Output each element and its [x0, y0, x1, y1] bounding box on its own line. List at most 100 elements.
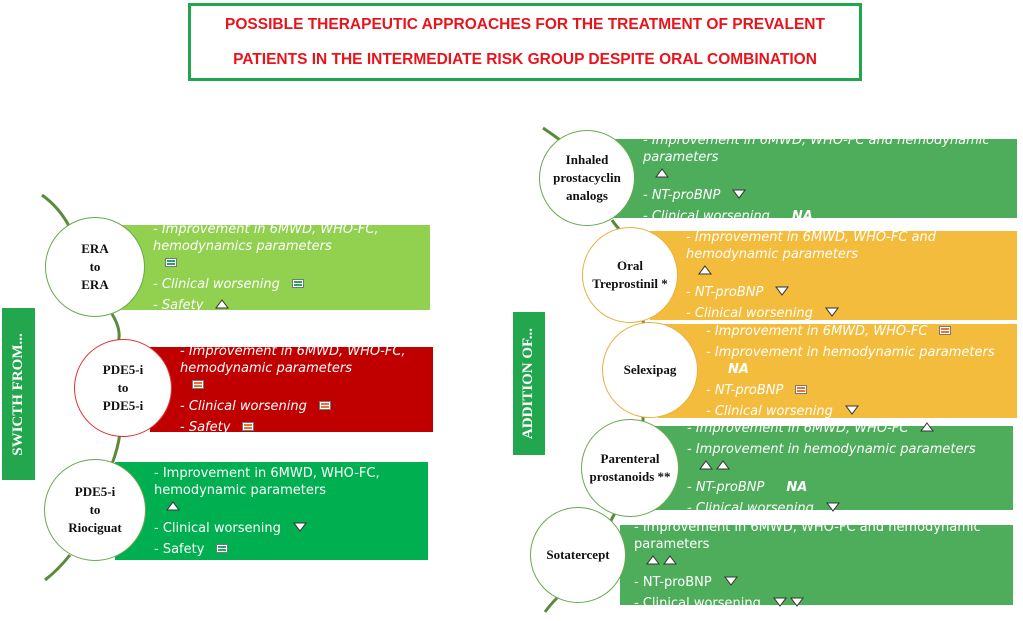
connector-line — [543, 596, 559, 613]
therapy-name: Sotatercept — [546, 547, 610, 562]
outcome-text: - Clinical worsening — [687, 500, 814, 516]
outcome-item: - Clinical worsening — [686, 305, 1009, 322]
outcome-text: - Improvement in 6MWD, WHO-FC, hemodynam… — [153, 222, 379, 254]
therapy-circle: Oral Treprostinil * — [582, 227, 678, 323]
outcome-text: - Improvement in 6MWD, WHO-FC, hemodynam… — [154, 465, 380, 498]
therapy-circle: Sotatercept — [530, 507, 626, 603]
outcome-item: - Clinical worsening — [706, 403, 1009, 420]
outcome-text: - Clinical worsening — [686, 306, 813, 321]
outcome-box: - Improvement in 6MWD, WHO-FC, hemodynam… — [150, 344, 433, 435]
outcome-text: - Safety — [180, 420, 231, 435]
outcome-box: - Improvement in 6MWD, WHO-FC, hemodynam… — [115, 222, 430, 313]
outcome-text: - Improvement in 6MWD, WHO-FC, hemodynam… — [180, 344, 406, 376]
connector-line — [542, 126, 561, 142]
outcome-text: - Improvement in 6MWD, WHO-FC and hemody… — [634, 519, 981, 552]
therapy-circle: Selexipag — [602, 322, 698, 418]
outcome-text: - Clinical worsening — [634, 595, 761, 611]
outcome-text: - NT-proBNP — [634, 574, 712, 590]
therapy-name: Oral Treprostinil * — [592, 258, 668, 291]
outcome-item: - NT-proBNP — [686, 284, 1009, 301]
outcome-box: - Improvement in 6MWD, WHO-FC, hemodynam… — [115, 462, 428, 560]
addition-of-text: ADDITION OF... — [520, 327, 537, 440]
outcome-text: - NT-proBNP — [687, 479, 765, 495]
outcome-item: - Safety — [154, 541, 420, 558]
outcome-item: - Clinical worsening — [153, 276, 422, 293]
outcome-item: - Improvement in hemodynamic parameters — [687, 441, 1005, 475]
switch-from-label: SWICTH FROM... — [2, 308, 35, 480]
triangle-down-icon — [732, 187, 747, 204]
outcome-box: - Improvement in 6MWD, WHO-FC - Improveme… — [658, 323, 1017, 420]
therapy-name: Parenteral prostanoids ** — [589, 451, 671, 484]
outcome-text: - NT-proBNP — [643, 188, 721, 203]
equal-icon — [216, 541, 229, 558]
triangle-up-icon — [655, 166, 669, 183]
triangle-up-icon — [699, 458, 713, 475]
outcome-item: - NT-proBNP — [643, 187, 1009, 204]
triangle-down-icon — [824, 305, 839, 322]
therapy-name: PDE5-i to PDE5-i — [102, 362, 144, 413]
outcome-text: - NT-proBNP — [706, 382, 784, 398]
outcome-item: - Improvement in 6MWD, WHO-FC, hemodynam… — [153, 221, 422, 272]
outcome-text: - Safety — [154, 541, 205, 557]
outcome-text: - Improvement in hemodynamic parameters — [706, 344, 995, 360]
outcome-text: - Clinical worsening — [643, 209, 770, 224]
connector-line — [41, 193, 72, 229]
outcome-text: - Safety — [153, 298, 204, 313]
outcome-item: - Clinical worsening — [154, 520, 420, 537]
outcome-box: - Improvement in 6MWD, WHO-FC - Improveme… — [650, 421, 1013, 516]
triangle-up-icon — [663, 553, 677, 570]
outcome-item: - Improvement in 6MWD, WHO-FC and hemody… — [643, 132, 1009, 183]
equal-icon — [318, 398, 331, 415]
outcome-text: - Improvement in 6MWD, WHO-FC and hemody… — [686, 230, 936, 262]
therapy-circle: PDE5-i to PDE5-i — [74, 339, 172, 437]
triangle-down-icon — [775, 284, 790, 301]
therapy-circle: Parenteral prostanoids ** — [581, 419, 679, 517]
outcome-item: - NT-proBNP — [634, 574, 1005, 591]
triangle-down-icon — [292, 520, 307, 537]
title-line-1: POSSIBLE THERAPEUTIC APPROACHES FOR THE … — [225, 16, 825, 33]
triangle-up-icon — [646, 553, 660, 570]
diagram-title: POSSIBLE THERAPEUTIC APPROACHES FOR THE … — [188, 3, 862, 81]
outcome-item: - Improvement in 6MWD, WHO-FC and hemody… — [634, 519, 1005, 570]
equal-icon — [165, 255, 177, 272]
outcome-text: - NT-proBNP — [686, 285, 764, 300]
triangle-down-icon — [772, 595, 787, 612]
equal-icon — [242, 419, 255, 436]
not-available-label: NA — [791, 209, 813, 224]
therapy-name: Selexipag — [623, 362, 677, 377]
therapy-name: Inhaled prostacyclin analogs — [553, 152, 621, 203]
therapy-circle: Inhaled prostacyclin analogs — [539, 130, 635, 226]
outcome-text: - Clinical worsening — [154, 520, 281, 536]
triangle-down-icon — [825, 500, 840, 517]
outcome-text: - Clinical worsening — [153, 277, 280, 292]
therapy-circle: PDE5-i to Riociguat — [44, 459, 146, 561]
therapy-name: PDE5-i to Riociguat — [68, 484, 122, 535]
outcome-item: - Improvement in 6MWD, WHO-FC — [706, 323, 1009, 340]
triangle-up-icon — [166, 499, 180, 516]
connector-line — [44, 554, 72, 582]
addition-of-label: ADDITION OF... — [513, 312, 545, 455]
triangle-down-icon — [723, 574, 738, 591]
outcome-item: - Improvement in 6MWD, WHO-FC — [687, 420, 1005, 437]
therapy-circle: ERA to ERA — [45, 217, 145, 317]
outcome-text: - Improvement in hemodynamic parameters — [687, 441, 976, 457]
triangle-up-icon — [716, 458, 730, 475]
outcome-item: - Clinical worsening NA — [643, 208, 1009, 225]
outcome-item: - Clinical worsening — [634, 595, 1005, 612]
outcome-box: - Improvement in 6MWD, WHO-FC and hemody… — [620, 520, 1013, 611]
equal-icon — [192, 377, 204, 394]
connector-line — [110, 432, 122, 465]
equal-icon — [291, 276, 304, 293]
not-available-label: NA — [786, 479, 808, 495]
triangle-up-icon — [215, 297, 230, 314]
switch-from-text: SWICTH FROM... — [10, 332, 27, 456]
triangle-down-icon — [789, 595, 804, 612]
outcome-item: - Safety — [180, 419, 425, 436]
outcome-text: - Improvement in 6MWD, WHO-FC and hemody… — [643, 133, 990, 165]
triangle-down-icon — [844, 403, 859, 420]
triangle-up-icon — [698, 263, 712, 280]
outcome-item: - Improvement in 6MWD, WHO-FC, hemodynam… — [180, 343, 425, 394]
outcome-item: - Clinical worsening — [687, 500, 1005, 517]
triangle-up-icon — [920, 420, 935, 437]
